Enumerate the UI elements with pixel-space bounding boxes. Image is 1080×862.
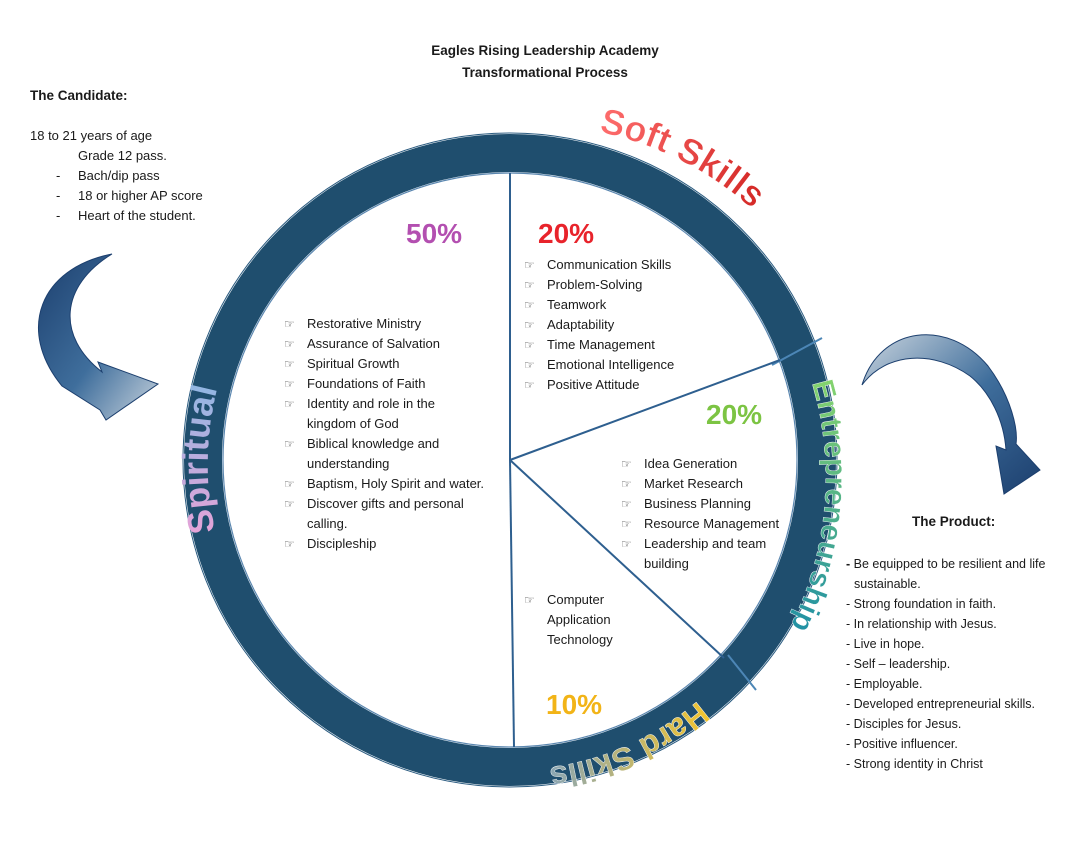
right-curved-arrow-icon [861,334,1041,495]
pointing-hand-icon: ☞ [524,378,535,392]
pointing-hand-icon: ☞ [284,537,295,551]
pointing-hand-icon: ☞ [524,258,535,272]
list-item: ☞Teamwork [524,295,724,315]
list-item: ☞Market Research [621,474,796,494]
list-item: ☞Biblical knowledge and understanding [284,436,440,471]
list-item: ☞Discover gifts and personal calling. [284,496,464,531]
list-item: - Positive influencer. [846,737,958,751]
pointing-hand-icon: ☞ [284,377,295,391]
pointing-hand-icon: ☞ [284,337,295,351]
product-first-line: - Be equipped to be resilient and life [846,557,1046,571]
pointing-hand-icon: ☞ [284,317,295,331]
pointing-hand-icon: ☞ [621,477,632,491]
page-title: Eagles Rising Leadership Academy [431,43,659,58]
pointing-hand-icon: ☞ [621,537,632,551]
hard-skills-list: ☞Computer Application Technology [524,590,634,650]
product-list: - Strong foundation in faith. - In relat… [846,594,1035,774]
pointing-hand-icon: ☞ [621,457,632,471]
list-item: ☞Baptism, Holy Spirit and water. [284,474,487,494]
pointing-hand-icon: ☞ [524,358,535,372]
list-item: ☞Leadership and team building [621,536,767,571]
product-first-line-cont: sustainable. [854,577,921,591]
list-item: ☞Time Management [524,335,724,355]
entrepreneurship-list: ☞Idea Generation ☞Market Research ☞Busin… [621,454,796,574]
list-item: ☞Foundations of Faith [284,374,494,394]
list-item: - Developed entrepreneurial skills. [846,697,1035,711]
list-item: - Strong foundation in faith. [846,597,997,611]
pointing-hand-icon: ☞ [284,437,295,451]
list-item: ☞Assurance of Salvation [284,334,494,354]
list-item: ☞Identity and role in the kingdom of God [284,396,435,431]
pointing-hand-icon: ☞ [284,357,295,371]
list-item: ☞Resource Management [621,514,796,534]
list-item: ☞Positive Attitude [524,375,724,395]
soft-skills-percent: 20% [538,218,595,249]
list-item: ☞Restorative Ministry [284,314,494,334]
entrepreneurship-percent: 20% [706,399,763,430]
left-curved-arrow-icon [38,253,160,421]
pointing-hand-icon: ☞ [524,593,535,607]
pointing-hand-icon: ☞ [524,298,535,312]
list-item: ☞Adaptability [524,315,724,335]
pointing-hand-icon: ☞ [284,397,295,411]
list-item: ☞Computer Application Technology [524,592,613,647]
pointing-hand-icon: ☞ [621,497,632,511]
list-item: - Self – leadership. [846,657,951,671]
spiritual-percent: 50% [406,218,463,249]
list-item: - Disciples for Jesus. [846,717,962,731]
list-item: - Strong identity in Christ [846,757,983,771]
list-item: ☞Problem-Solving [524,275,724,295]
pointing-hand-icon: ☞ [524,338,535,352]
list-item: - Live in hope. [846,637,925,651]
pointing-hand-icon: ☞ [621,517,632,531]
product-heading: The Product: [912,514,996,529]
candidate-item: -18 or higher AP score [56,188,203,203]
list-item: - Employable. [846,677,923,691]
pointing-hand-icon: ☞ [524,278,535,292]
hard-skills-percent: 10% [546,689,603,720]
pointing-hand-icon: ☞ [524,318,535,332]
candidate-age: 18 to 21 years of age [30,128,153,143]
candidate-grade: Grade 12 pass. [78,148,167,163]
list-item: ☞Discipleship [284,534,494,554]
candidate-list: -Bach/dip pass -18 or higher AP score -H… [56,166,203,226]
list-item: ☞Emotional Intelligence [524,355,724,375]
spiritual-list: ☞Restorative Ministry ☞Assurance of Salv… [284,314,494,554]
list-item: ☞Business Planning [621,494,796,514]
wheel-ring [184,134,836,786]
candidate-item: -Heart of the student. [56,208,196,223]
list-item: ☞Idea Generation [621,454,796,474]
pointing-hand-icon: ☞ [284,497,295,511]
list-item: ☞Spiritual Growth [284,354,494,374]
pointing-hand-icon: ☞ [284,477,295,491]
candidate-heading: The Candidate: [30,88,128,103]
candidate-item: -Bach/dip pass [56,168,160,183]
segment-dividers [509,173,781,748]
list-item: - In relationship with Jesus. [846,617,997,631]
soft-skills-list: ☞Communication Skills ☞Problem-Solving ☞… [524,255,724,395]
page-subtitle: Transformational Process [462,65,628,80]
list-item: ☞Communication Skills [524,255,724,275]
